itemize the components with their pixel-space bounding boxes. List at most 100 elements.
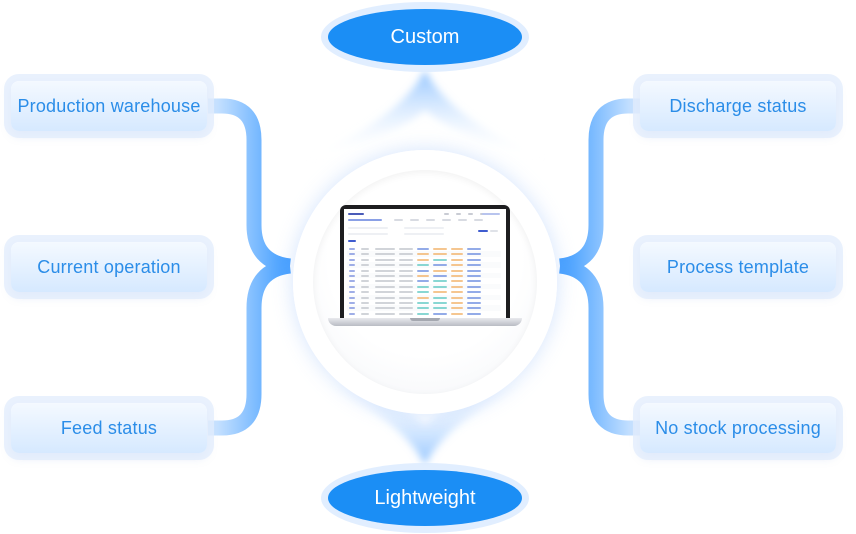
up-arrow-glow xyxy=(300,70,550,160)
screen-table-cell xyxy=(451,296,463,299)
screen-toolbar-icon xyxy=(468,213,473,215)
screen-table-cell xyxy=(375,275,395,277)
screen-table-cell xyxy=(433,248,447,250)
screen-table-cell xyxy=(433,302,447,304)
screen-table-cell xyxy=(451,275,463,277)
screen-table-cell xyxy=(433,275,447,277)
screen-table-cell xyxy=(417,248,429,250)
screen-table-cell xyxy=(399,291,413,294)
screen-table-row xyxy=(347,262,501,269)
screen-table-cell xyxy=(375,280,395,283)
feature-label: No stock processing xyxy=(655,417,821,438)
screen-table-cell xyxy=(361,269,369,272)
screen-tab xyxy=(442,219,451,221)
connector-feed-status xyxy=(208,258,292,436)
screen-table-cell xyxy=(433,296,447,299)
screen-table-row xyxy=(347,283,501,290)
screen-logo xyxy=(348,213,364,215)
screen-table-cell xyxy=(417,280,429,283)
screen-table-cell xyxy=(451,253,463,256)
screen-table-cell xyxy=(399,296,413,299)
screen-filter xyxy=(404,233,444,235)
laptop-notch xyxy=(410,318,440,321)
screen-table-cell xyxy=(349,264,355,267)
screen-table-cell xyxy=(451,302,463,304)
screen-table-cell xyxy=(433,312,447,315)
screen-table-cell xyxy=(361,248,369,250)
screen-table-cell xyxy=(399,248,413,250)
screen-table-row xyxy=(347,251,501,258)
screen-table-cell xyxy=(433,253,447,256)
screen-tab-active xyxy=(348,219,382,221)
screen-reset-button xyxy=(490,230,498,232)
screen-table-cell xyxy=(467,248,481,250)
screen-table-cell xyxy=(451,248,463,250)
connector-no-stock-processing xyxy=(558,258,640,436)
screen-table-cell xyxy=(417,296,429,299)
screen-table-cell xyxy=(451,280,463,283)
screen-table-cell xyxy=(399,285,413,288)
screen-table-cell xyxy=(349,312,355,315)
screen-add-button xyxy=(348,240,356,242)
screen-table-cell xyxy=(399,258,413,261)
screen-table-cell xyxy=(467,258,481,261)
screen-table-cell xyxy=(349,253,355,256)
screen-table-cell xyxy=(451,312,463,315)
screen-table-cell xyxy=(361,291,369,294)
feature-label: Production warehouse xyxy=(17,95,201,116)
feature-card-production-warehouse: Production warehouse xyxy=(11,81,207,131)
screen-table-cell xyxy=(467,264,481,267)
screen-table-cell xyxy=(361,253,369,256)
screen-table-cell xyxy=(467,285,481,288)
screen-table-cell xyxy=(467,312,481,315)
screen-table-cell xyxy=(361,307,369,310)
screen-table-row xyxy=(347,273,501,279)
screen-table-cell xyxy=(417,302,429,304)
screen-table-cell xyxy=(375,296,395,299)
screen-table-cell xyxy=(399,269,413,272)
screen-table-cell xyxy=(349,275,355,277)
screen-table-cell xyxy=(399,307,413,310)
screen-table-cell xyxy=(467,291,481,294)
screen-filter xyxy=(348,227,388,229)
screen-table-cell xyxy=(375,312,395,315)
connector-discharge-status xyxy=(558,98,640,274)
screen-tab xyxy=(394,219,403,221)
screen-search-button xyxy=(478,230,488,232)
lightweight-label: Lightweight xyxy=(374,486,476,509)
screen-table-cell xyxy=(433,280,447,283)
connector-production-warehouse xyxy=(208,98,292,274)
screen-user xyxy=(482,213,500,215)
screen-table-cell xyxy=(433,285,447,288)
feature-card-no-stock-processing: No stock processing xyxy=(640,403,836,453)
screen-table-cell xyxy=(467,269,481,272)
screen-table-cell xyxy=(349,285,355,288)
screen-table-cell xyxy=(361,275,369,277)
screen-table-cell xyxy=(361,285,369,288)
screen-tab xyxy=(410,219,419,221)
screen-table-cell xyxy=(417,312,429,315)
screen-table-cell xyxy=(451,307,463,310)
screen-table-cell xyxy=(451,291,463,294)
screen-table-cell xyxy=(375,302,395,304)
feature-label: Current operation xyxy=(37,256,181,277)
screen-table-cell xyxy=(375,285,395,288)
screen-table-cell xyxy=(349,269,355,272)
screen-table-cell xyxy=(399,275,413,277)
screen-table-cell xyxy=(417,307,429,310)
feature-card-current-operation: Current operation xyxy=(11,242,207,292)
screen-table-cell xyxy=(417,258,429,261)
screen-table-cell xyxy=(375,258,395,261)
screen-table-cell xyxy=(417,291,429,294)
screen-table-cell xyxy=(361,258,369,261)
screen-table-cell xyxy=(375,253,395,256)
screen-table-cell xyxy=(433,307,447,310)
screen-toolbar-icon xyxy=(444,213,449,215)
screen-table-cell xyxy=(375,269,395,272)
screen-table-cell xyxy=(399,280,413,283)
lightweight-pill: Lightweight xyxy=(328,470,522,526)
screen-filter xyxy=(404,227,444,229)
laptop-base xyxy=(328,318,522,326)
screen-table-row xyxy=(347,300,501,306)
screen-table-row xyxy=(347,305,501,312)
